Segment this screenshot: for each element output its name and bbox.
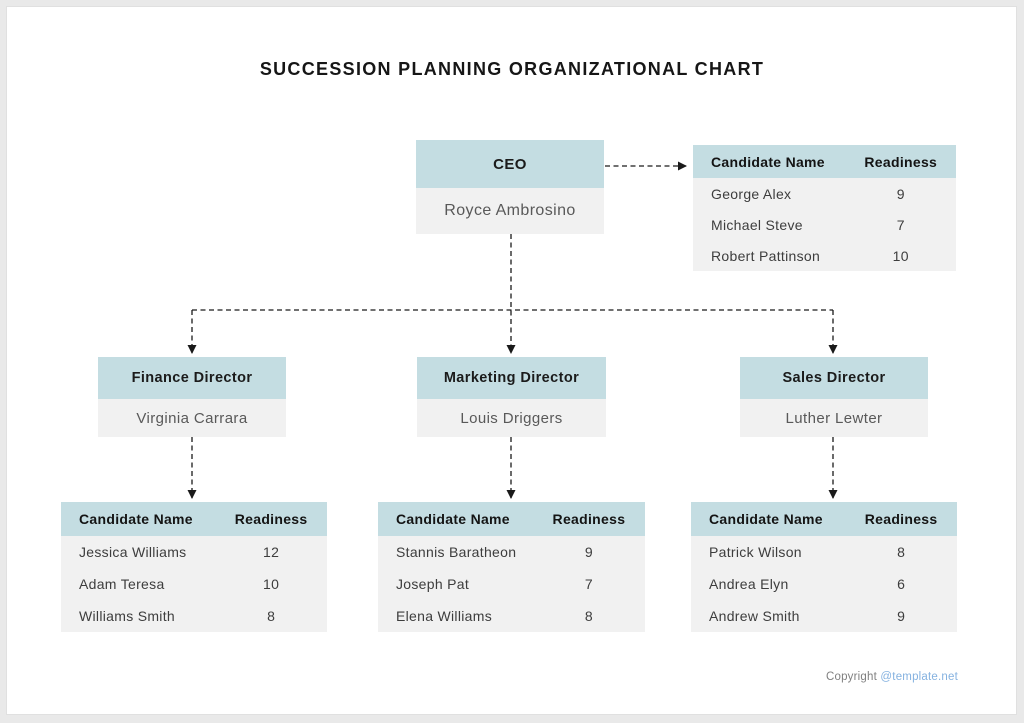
org-node-name: Luther Lewter xyxy=(740,399,928,437)
candidate-name-cell: Andrew Smith xyxy=(709,608,800,624)
table-row: Elena Williams 8 xyxy=(378,600,645,632)
candidate-name-cell: George Alex xyxy=(711,185,792,202)
table-row: Williams Smith 8 xyxy=(61,600,327,632)
readiness-cell: 12 xyxy=(263,544,280,560)
column-header-candidate-name: Candidate Name xyxy=(711,153,825,170)
column-header-readiness: Readiness xyxy=(552,511,626,527)
org-node-finance-director: Finance Director Virginia Carrara xyxy=(98,357,286,437)
org-node-role: Sales Director xyxy=(740,357,928,399)
column-header-candidate-name: Candidate Name xyxy=(709,511,823,527)
table-row: Adam Teresa 10 xyxy=(61,568,327,600)
copyright-label: Copyright xyxy=(825,671,878,683)
org-node-ceo: CEO Royce Ambrosino xyxy=(416,140,604,234)
candidate-name-cell: Robert Pattinson xyxy=(711,247,821,264)
readiness-cell: 8 xyxy=(897,544,906,560)
org-node-ceo-name: Royce Ambrosino xyxy=(416,188,604,234)
org-node-role: Marketing Director xyxy=(417,357,606,399)
readiness-cell: 8 xyxy=(584,608,593,624)
org-node-marketing-director: Marketing Director Louis Driggers xyxy=(417,357,606,437)
readiness-cell: 6 xyxy=(897,576,906,592)
readiness-cell: 10 xyxy=(263,576,280,592)
readiness-cell: 10 xyxy=(892,247,909,264)
table-row: Michael Steve 7 xyxy=(693,209,956,240)
column-header-candidate-name: Candidate Name xyxy=(396,511,510,527)
readiness-cell: 7 xyxy=(584,576,593,592)
column-header-readiness: Readiness xyxy=(864,153,938,170)
org-node-role: Finance Director xyxy=(98,357,286,399)
candidate-table-sales: Candidate Name Readiness Patrick Wilson … xyxy=(691,502,957,632)
candidate-name-cell: Joseph Pat xyxy=(396,576,470,592)
candidate-name-cell: Adam Teresa xyxy=(79,576,165,592)
org-node-ceo-role: CEO xyxy=(416,140,604,188)
readiness-cell: 7 xyxy=(896,216,905,233)
page-title: SUCCESSION PLANNING ORGANIZATIONAL CHART xyxy=(259,59,765,79)
table-row: George Alex 9 xyxy=(693,178,956,209)
candidate-name-cell: Andrea Elyn xyxy=(709,576,789,592)
table-row: Andrew Smith 9 xyxy=(691,600,957,632)
org-node-name: Louis Driggers xyxy=(417,399,606,437)
candidate-name-cell: Jessica Williams xyxy=(79,544,187,560)
candidate-table-header: Candidate Name Readiness xyxy=(693,145,956,178)
candidate-table-header: Candidate Name Readiness xyxy=(691,502,957,536)
candidate-name-cell: Michael Steve xyxy=(711,216,803,233)
candidate-name-cell: Patrick Wilson xyxy=(709,544,802,560)
candidate-name-cell: Elena Williams xyxy=(396,608,492,624)
candidate-name-cell: Stannis Baratheon xyxy=(396,544,517,560)
table-row: Robert Pattinson 10 xyxy=(693,240,956,271)
candidate-table-finance: Candidate Name Readiness Jessica William… xyxy=(61,502,327,632)
candidate-table-marketing: Candidate Name Readiness Stannis Barathe… xyxy=(378,502,645,632)
candidate-name-cell: Williams Smith xyxy=(79,608,175,624)
candidate-table-header: Candidate Name Readiness xyxy=(61,502,327,536)
candidate-table-header: Candidate Name Readiness xyxy=(378,502,645,536)
table-row: Andrea Elyn 6 xyxy=(691,568,957,600)
template-net-link[interactable]: @template.net xyxy=(880,671,958,683)
table-row: Stannis Baratheon 9 xyxy=(378,536,645,568)
column-header-readiness: Readiness xyxy=(864,511,938,527)
readiness-cell: 9 xyxy=(584,544,593,560)
org-node-sales-director: Sales Director Luther Lewter xyxy=(740,357,928,437)
table-row: Joseph Pat 7 xyxy=(378,568,645,600)
readiness-cell: 8 xyxy=(267,608,276,624)
table-row: Jessica Williams 12 xyxy=(61,536,327,568)
column-header-readiness: Readiness xyxy=(234,511,308,527)
org-node-name: Virginia Carrara xyxy=(98,399,286,437)
copyright-notice: Copyright @template.net xyxy=(826,671,958,683)
candidate-table-ceo: Candidate Name Readiness George Alex 9 M… xyxy=(693,145,956,271)
table-row: Patrick Wilson 8 xyxy=(691,536,957,568)
readiness-cell: 9 xyxy=(897,608,906,624)
readiness-cell: 9 xyxy=(896,185,905,202)
column-header-candidate-name: Candidate Name xyxy=(79,511,193,527)
